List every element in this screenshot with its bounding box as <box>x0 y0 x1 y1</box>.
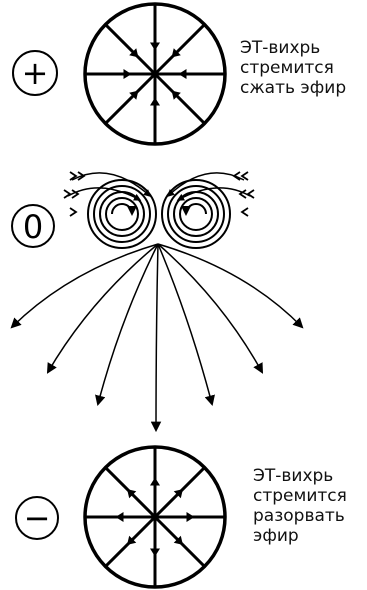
bottom-wheel-spoke-arrowhead <box>187 512 195 522</box>
expanding-vortex-wheel <box>85 447 225 587</box>
compressing-vortex-wheel <box>85 4 225 144</box>
minus-sign-text: − <box>24 499 51 537</box>
bottom-wheel-spoke-arrowhead <box>150 478 160 486</box>
top-wheel-spoke-arrowhead <box>124 69 132 79</box>
inflow-chevrons <box>64 172 254 216</box>
top-caption-line-1: ЭТ-вихрь <box>240 38 346 58</box>
right-spiral <box>162 180 230 248</box>
top-caption: ЭТ-вихрь стремится сжать эфир <box>240 38 346 98</box>
bottom-wheel-spokes <box>85 447 225 587</box>
bottom-caption-line-2: стремится <box>253 486 347 506</box>
minus-sign-badge: − <box>16 497 58 539</box>
field-line <box>98 244 158 404</box>
top-wheel-spokes <box>85 4 225 144</box>
top-wheel-spoke <box>106 25 155 74</box>
top-wheel-spoke <box>155 25 204 74</box>
zero-sign-text: 0 <box>23 208 43 246</box>
bottom-caption-line-3: разорвать <box>253 506 347 526</box>
field-line <box>158 244 302 327</box>
field-line <box>12 244 158 327</box>
top-wheel-spoke-arrowhead <box>179 69 187 79</box>
bottom-caption: ЭТ-вихрь стремится разорвать эфир <box>253 466 347 546</box>
bottom-caption-line-1: ЭТ-вихрь <box>253 466 347 486</box>
bottom-caption-line-4: эфир <box>253 526 347 546</box>
field-line <box>158 244 212 404</box>
field-line <box>48 244 158 372</box>
plus-sign-text: + <box>22 54 49 92</box>
radiating-field-lines <box>12 244 302 430</box>
inflow-arcs <box>68 173 250 200</box>
bottom-wheel-spoke-arrowhead <box>150 549 160 557</box>
plus-sign-badge: + <box>13 51 57 95</box>
top-wheel-spoke-arrowhead <box>150 98 160 106</box>
zero-sign-badge: 0 <box>12 205 54 247</box>
top-wheel-spoke-arrowhead <box>150 43 160 51</box>
bottom-wheel-spoke-arrowhead <box>116 512 124 522</box>
top-wheel-spoke <box>155 74 204 123</box>
left-spiral <box>88 180 156 248</box>
top-caption-line-2: стремится <box>240 58 346 78</box>
double-spiral-vortex <box>64 172 254 248</box>
top-wheel-spoke <box>106 74 155 123</box>
top-caption-line-3: сжать эфир <box>240 78 346 98</box>
field-line <box>156 244 158 430</box>
